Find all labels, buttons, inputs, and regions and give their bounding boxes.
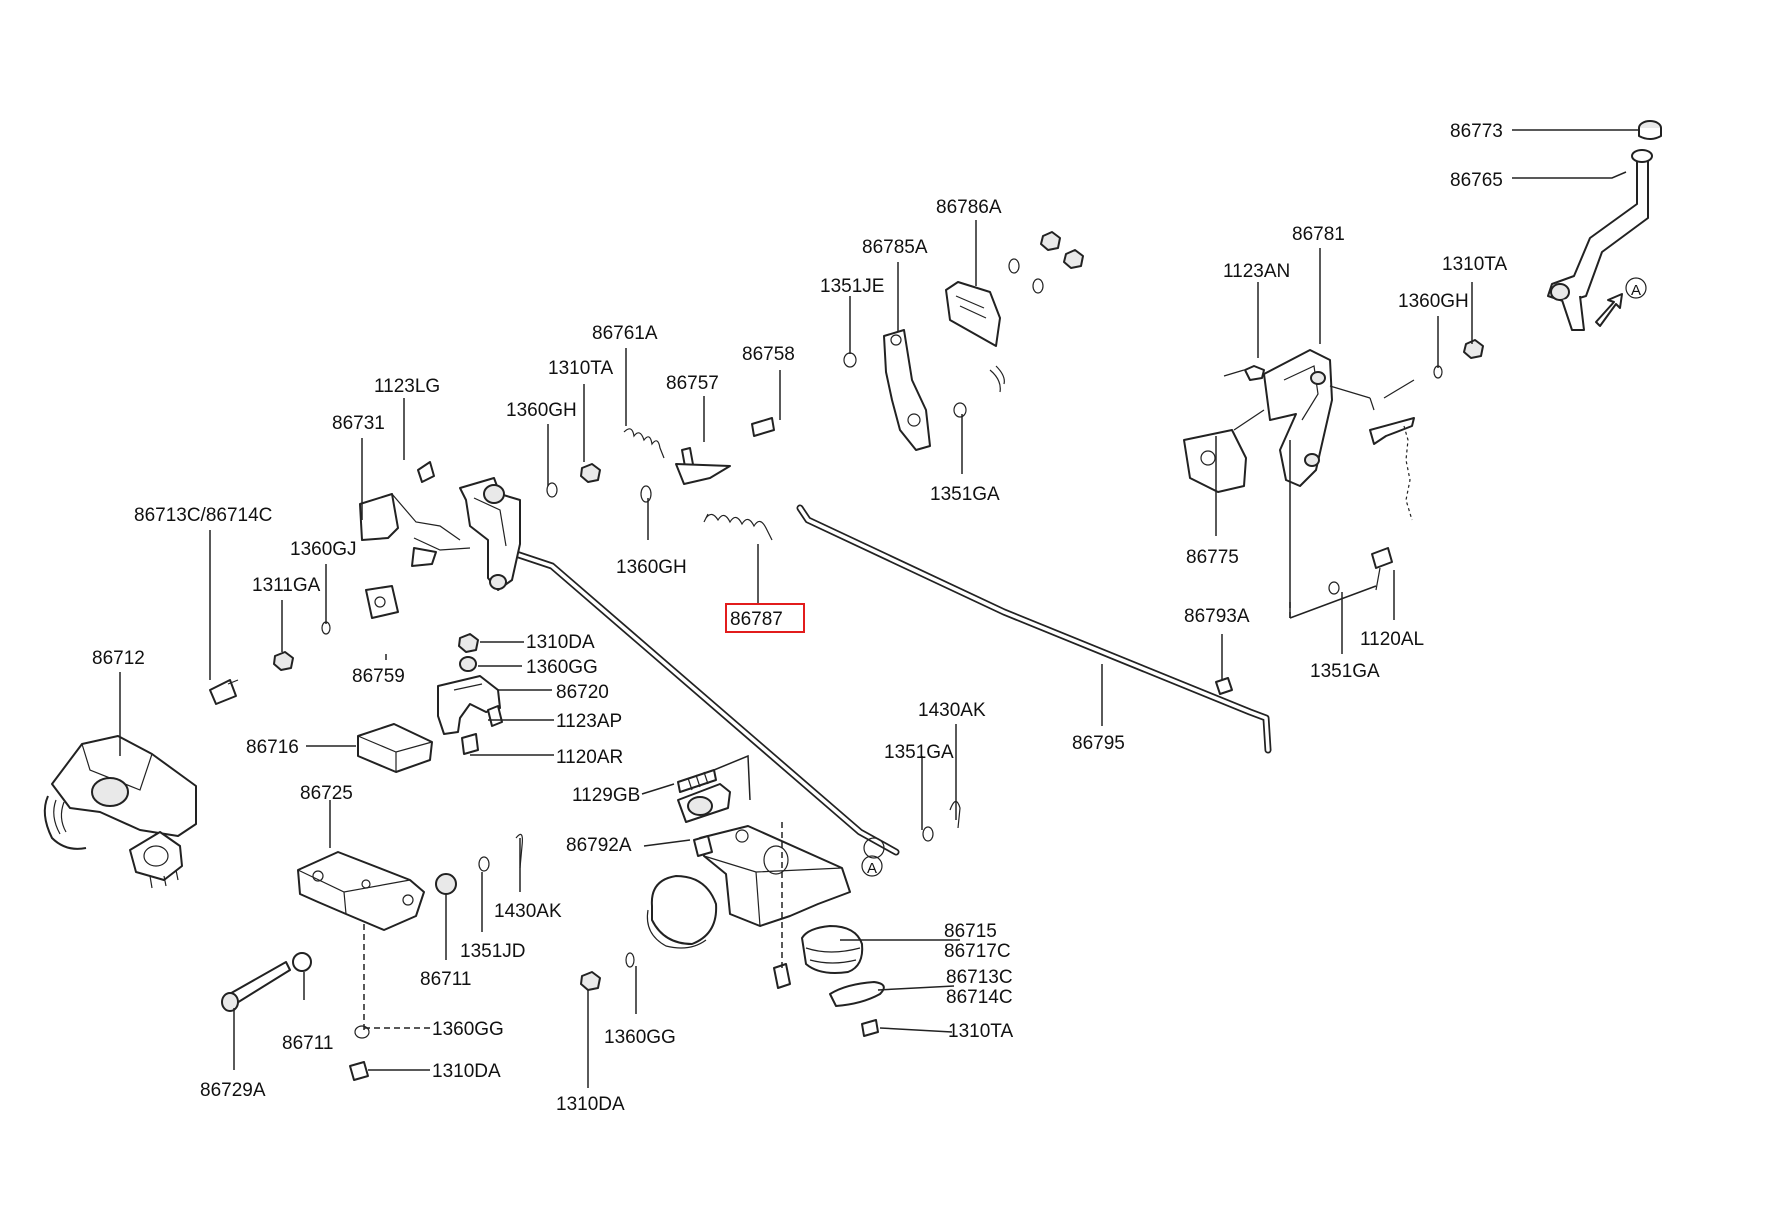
spring-86787-drawing [703,513,773,541]
part-label[interactable]: 86761A [592,323,658,344]
part-label[interactable]: 1430AK [918,700,986,721]
bracket-86786a-drawing [945,231,1084,393]
part-label[interactable]: 1351JE [820,276,884,297]
leader-lines [119,129,1640,1088]
part-label[interactable]: 1120AL [1360,629,1424,650]
part-label[interactable]: 1360GH [616,557,687,578]
part-label[interactable]: 86773 [1450,121,1503,142]
part-label[interactable]: 1351GA [884,742,954,763]
part-label[interactable]: 86729A [200,1080,266,1101]
part-label[interactable]: 1360GH [506,400,577,421]
part-label[interactable]: 86792A [566,835,632,856]
part-label[interactable]: 1120AR [556,747,623,768]
part-label[interactable]: 86711 [420,969,471,990]
part-label[interactable]: 86725 [300,783,353,804]
part-label[interactable]: 86717C [944,941,1011,962]
reference-marker-a-right-label: A [1631,282,1641,299]
bracket-86725-drawing [297,851,425,931]
part-label[interactable]: 1360GH [1398,291,1469,312]
bracket-86720-drawing [437,675,503,755]
part-label[interactable]: 1360GG [432,1019,504,1040]
part-label[interactable]: 1310DA [432,1061,501,1082]
part-label[interactable]: 1310TA [948,1021,1013,1042]
part-label[interactable]: 1360GG [526,657,598,678]
part-label[interactable]: 1360GG [604,1027,676,1048]
part-label[interactable]: 86713C [946,967,1013,988]
spring-86761a-drawing [623,428,665,459]
reference-marker-a-center-label: A [867,860,877,877]
reference-marker-a-right: A [1625,277,1647,299]
part-label[interactable]: 1310TA [1442,254,1507,275]
part-label[interactable]: 1123AN [1223,261,1290,282]
part-label[interactable]: 86711 [282,1033,333,1054]
part-label[interactable]: 1310DA [556,1094,625,1115]
rod-86720-drawing [506,548,900,856]
part-label[interactable]: 86712 [92,648,145,669]
part-label[interactable]: 86785A [862,237,928,258]
cap-86773-drawing [1638,120,1662,140]
bolts-right-drawing [1215,547,1393,695]
highlight-box-86787 [725,603,805,633]
part-label[interactable]: 86795 [1072,733,1125,754]
plate-86785a-drawing [843,329,967,451]
part-label[interactable]: 1351GA [930,484,1000,505]
part-label[interactable]: 86713C/86714C [134,505,272,526]
part-label[interactable]: 86781 [1292,224,1345,245]
part-label[interactable]: 86716 [246,737,299,758]
part-label[interactable]: 86720 [556,682,609,703]
part-label[interactable]: 1123LG [374,376,440,397]
mount-86715-drawing [580,783,885,1037]
block-86716-drawing [357,723,433,773]
bracket-86731-drawing [359,417,775,619]
part-label[interactable]: 86757 [666,373,719,394]
part-label[interactable]: 1311GA [252,575,321,596]
part-label[interactable]: 1123AP [556,711,622,732]
bolt-1129gb-drawing [677,769,717,793]
part-label[interactable]: 86758 [742,344,795,365]
bolt-86729a-drawing [221,800,961,1081]
mount-86712-drawing [43,735,197,889]
part-label[interactable]: 86793A [1184,606,1250,627]
part-label[interactable]: 86714C [946,987,1013,1008]
part-label[interactable]: 1430AK [494,901,562,922]
reference-marker-a-center: A [861,855,883,877]
part-label[interactable]: 86731 [332,413,385,434]
part-label[interactable]: 1360GJ [290,539,357,560]
part-label[interactable]: 86715 [944,921,997,942]
part-label[interactable]: 86786A [936,197,1002,218]
part-label[interactable]: 86759 [352,666,405,687]
small-hardware-left-drawing [209,621,479,705]
part-label[interactable]: 1351JD [460,941,526,962]
part-label[interactable]: 1310DA [526,632,595,653]
bracket-86781-drawing [1183,339,1484,521]
part-label[interactable]: 1351GA [1310,661,1380,682]
part-label[interactable]: 86775 [1186,547,1239,568]
rod-86795-drawing [796,504,1272,754]
part-labels: 86773 86765 86786A 86781 86785A 1123AN 1… [92,121,1507,1115]
shift-lever-86765-drawing [1547,149,1653,331]
part-label[interactable]: 1310TA [548,358,613,379]
part-label[interactable]: 86787 [730,609,783,630]
part-label[interactable]: 1129GB [572,785,640,806]
part-label[interactable]: 86765 [1450,170,1503,191]
reference-arrow-icon [1595,293,1623,327]
